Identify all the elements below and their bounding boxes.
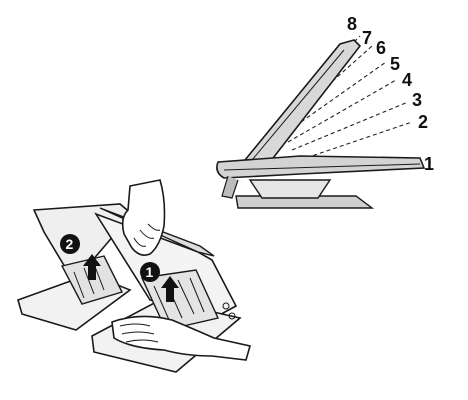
step-2-badge [60, 234, 80, 254]
stand-angle-diagram: 1 2 3 4 5 6 7 8 [216, 14, 434, 209]
upper-hand [121, 179, 166, 256]
position-label-8: 8 [347, 14, 357, 34]
position-label-1: 1 [424, 154, 434, 174]
position-label-4: 4 [402, 70, 412, 90]
step-2-up-arrow [83, 254, 101, 280]
side-button-bottom [228, 312, 236, 320]
panel-1-edge [223, 163, 421, 171]
position-label-5: 5 [390, 54, 400, 74]
step-2-label: 2 [66, 236, 74, 252]
adjust-stand-illustration: 2 1 [17, 179, 252, 373]
angle-dash-2 [299, 121, 413, 161]
step-1-up-arrow [161, 276, 179, 302]
position-label-7: 7 [362, 28, 372, 48]
position-label-3: 3 [412, 90, 422, 110]
front-stand-block [140, 269, 219, 331]
upper-hand-fingers [133, 223, 161, 247]
lower-hand-fingers [119, 323, 159, 343]
stand-hinge [221, 175, 239, 199]
position-label-2: 2 [418, 112, 428, 132]
panel-8-inner [251, 49, 345, 161]
step-1-label: 1 [146, 264, 154, 280]
step-1-badge [140, 262, 160, 282]
stand-foot [248, 179, 332, 199]
panel-position-8 [243, 39, 362, 163]
position-label-6: 6 [376, 38, 386, 58]
lower-hand [111, 315, 252, 361]
side-button-top [222, 302, 230, 310]
